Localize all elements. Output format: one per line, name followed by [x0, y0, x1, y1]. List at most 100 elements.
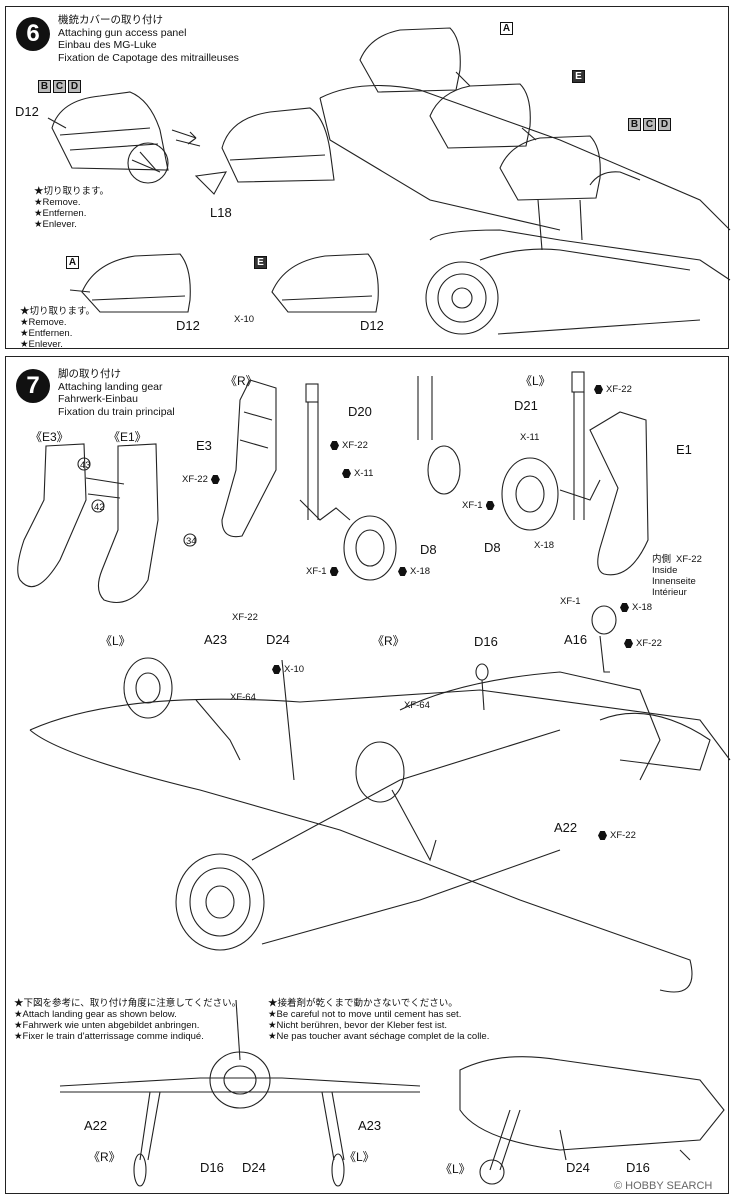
hole-42: 42: [94, 502, 105, 513]
part-d21: D21: [514, 398, 538, 413]
note-left-en: ★Attach landing gear as shown below.: [14, 1009, 177, 1020]
note-right-de: ★Nicht berühren, bevor der Kleber fest i…: [268, 1020, 448, 1031]
step6-panel: [5, 6, 729, 349]
paint-x18-l: X-18: [534, 540, 554, 551]
paint-xf22-a23: XF-22: [232, 612, 258, 623]
paint-label: XF-64: [404, 700, 430, 711]
front-d24: D24: [242, 1160, 266, 1175]
step7-title-ja: 脚の取り付け: [58, 368, 121, 380]
paint-label: X-18: [410, 566, 431, 577]
paint-x18-r: X-18: [398, 566, 430, 577]
box-e-left: E: [254, 256, 267, 269]
paint-x10-d24: X-10: [272, 664, 304, 675]
paint-label: XF-22: [182, 474, 208, 485]
remove-note-fr-2: ★Enlever.: [20, 339, 63, 350]
paint-xf64-right: XF-64: [404, 700, 430, 711]
inside-en: Inside: [652, 565, 678, 576]
paint-label: XF-22: [232, 612, 258, 623]
part-l18: L18: [210, 205, 232, 220]
watermark: © HOBBY SEARCH: [614, 1180, 713, 1192]
note-right-ja: ★接着剤が乾くまで動かさないでください。: [268, 998, 458, 1009]
part-d12-e: D12: [360, 318, 384, 333]
paint-x18-a16: X-18: [620, 602, 652, 613]
paint-x10-step6: X-10: [234, 314, 254, 325]
paint-label: X-18: [534, 540, 555, 551]
remove-note-top: ★切り取ります。 ★Remove. ★Entfernen. ★Enlever.: [34, 186, 109, 230]
paint-label: XF-22: [610, 830, 636, 841]
hex-icon: [342, 469, 351, 478]
box-a-left: A: [66, 256, 79, 269]
step7-title-en: Attaching landing gear: [58, 380, 163, 393]
paint-x10-label: X-10: [234, 314, 255, 325]
remove-note-de-2: ★Entfernen.: [20, 328, 73, 339]
inside-fr: Intérieur: [652, 587, 687, 598]
version-box-b: B: [38, 80, 51, 93]
paint-label: XF-1: [462, 500, 483, 511]
part-e3: E3: [196, 438, 212, 453]
label-e1: 《E1》: [108, 430, 147, 444]
part-d12-a: D12: [176, 318, 200, 333]
paint-xf22-d20: XF-22: [330, 440, 368, 451]
box-e-right: E: [572, 70, 585, 83]
remove-note-fr: ★Enlever.: [34, 219, 77, 230]
paint-label: XF-22: [676, 554, 702, 565]
paint-xf22-inside: XF-22: [676, 554, 702, 565]
label-l-top: 《L》: [520, 374, 551, 388]
front-d16: D16: [200, 1160, 224, 1175]
part-d20: D20: [348, 404, 372, 419]
paint-xf22-e3: XF-22: [182, 474, 220, 485]
paint-label: XF-1: [306, 566, 327, 577]
label-e3: 《E3》: [30, 430, 69, 444]
front-a22: A22: [84, 1118, 108, 1133]
hex-icon: [272, 665, 281, 674]
part-d8-l: D8: [484, 540, 501, 555]
note-left-ja: ★下図を参考に、取り付け角度に注意してください。: [14, 998, 242, 1009]
remove-note-en: ★Remove.: [34, 197, 81, 208]
side-d24: D24: [566, 1160, 590, 1175]
step7-title-de: Fahrwerk-Einbau: [58, 393, 138, 405]
paint-label: X-18: [632, 602, 653, 613]
paint-xf1-r: XF-1: [306, 566, 339, 577]
paint-label: XF-1: [560, 596, 581, 607]
hole-34: 34: [186, 536, 197, 547]
paint-label: X-11: [520, 432, 540, 443]
hex-icon: [485, 501, 495, 510]
inside-note: 内側 Inside Innenseite Intérieur: [652, 554, 696, 598]
paint-label: XF-22: [636, 638, 662, 649]
paint-x11-l: X-11: [520, 432, 539, 443]
step6-number: 6: [16, 17, 50, 51]
remove-note-bottom: ★切り取ります。 ★Remove. ★Entfernen. ★Enlever.: [20, 306, 95, 350]
step6-title-de: Einbau des MG-Luke: [58, 39, 157, 51]
version-box-c: C: [53, 80, 66, 93]
note-right-en: ★Be careful not to move until cement has…: [268, 1009, 462, 1020]
note-left: ★下図を参考に、取り付け角度に注意してください。 ★Attach landing…: [14, 998, 241, 1042]
paint-xf22-a16: XF-22: [624, 638, 662, 649]
paint-label: X-10: [284, 664, 305, 675]
part-a16: A16: [564, 632, 588, 647]
paint-x11-r: X-11: [342, 468, 373, 479]
hex-icon: [594, 385, 603, 394]
hex-icon: [329, 567, 339, 576]
note-left-fr: ★Fixer le train d'atterrissage comme ind…: [14, 1031, 204, 1042]
version-box-c-right: C: [643, 118, 656, 131]
step7-panel: [5, 356, 729, 1194]
hex-icon: [398, 567, 407, 576]
inside-ja: 内側: [652, 554, 672, 565]
front-r: 《R》: [88, 1150, 121, 1164]
hex-icon: [210, 475, 220, 484]
remove-note-en-2: ★Remove.: [20, 317, 67, 328]
paint-xf22-a22: XF-22: [598, 830, 636, 841]
part-d24: D24: [266, 632, 290, 647]
note-right: ★接着剤が乾くまで動かさないでください。 ★Be careful not to …: [268, 998, 489, 1042]
label-r-top: 《R》: [225, 374, 258, 388]
part-a22: A22: [554, 820, 578, 835]
version-box-d-right: D: [658, 118, 671, 131]
paint-label: XF-22: [606, 384, 632, 395]
step7-number: 7: [16, 369, 50, 403]
paint-xf1-a16: XF-1: [560, 596, 581, 607]
part-d16: D16: [474, 634, 498, 649]
step6-title: 機銃カバーの取り付け Attaching gun access panel Ei…: [58, 14, 239, 64]
version-box-b-right: B: [628, 118, 641, 131]
paint-xf22-d21: XF-22: [594, 384, 632, 395]
note-left-de: ★Fahrwerk wie unten abgebildet anbringen…: [14, 1020, 200, 1031]
